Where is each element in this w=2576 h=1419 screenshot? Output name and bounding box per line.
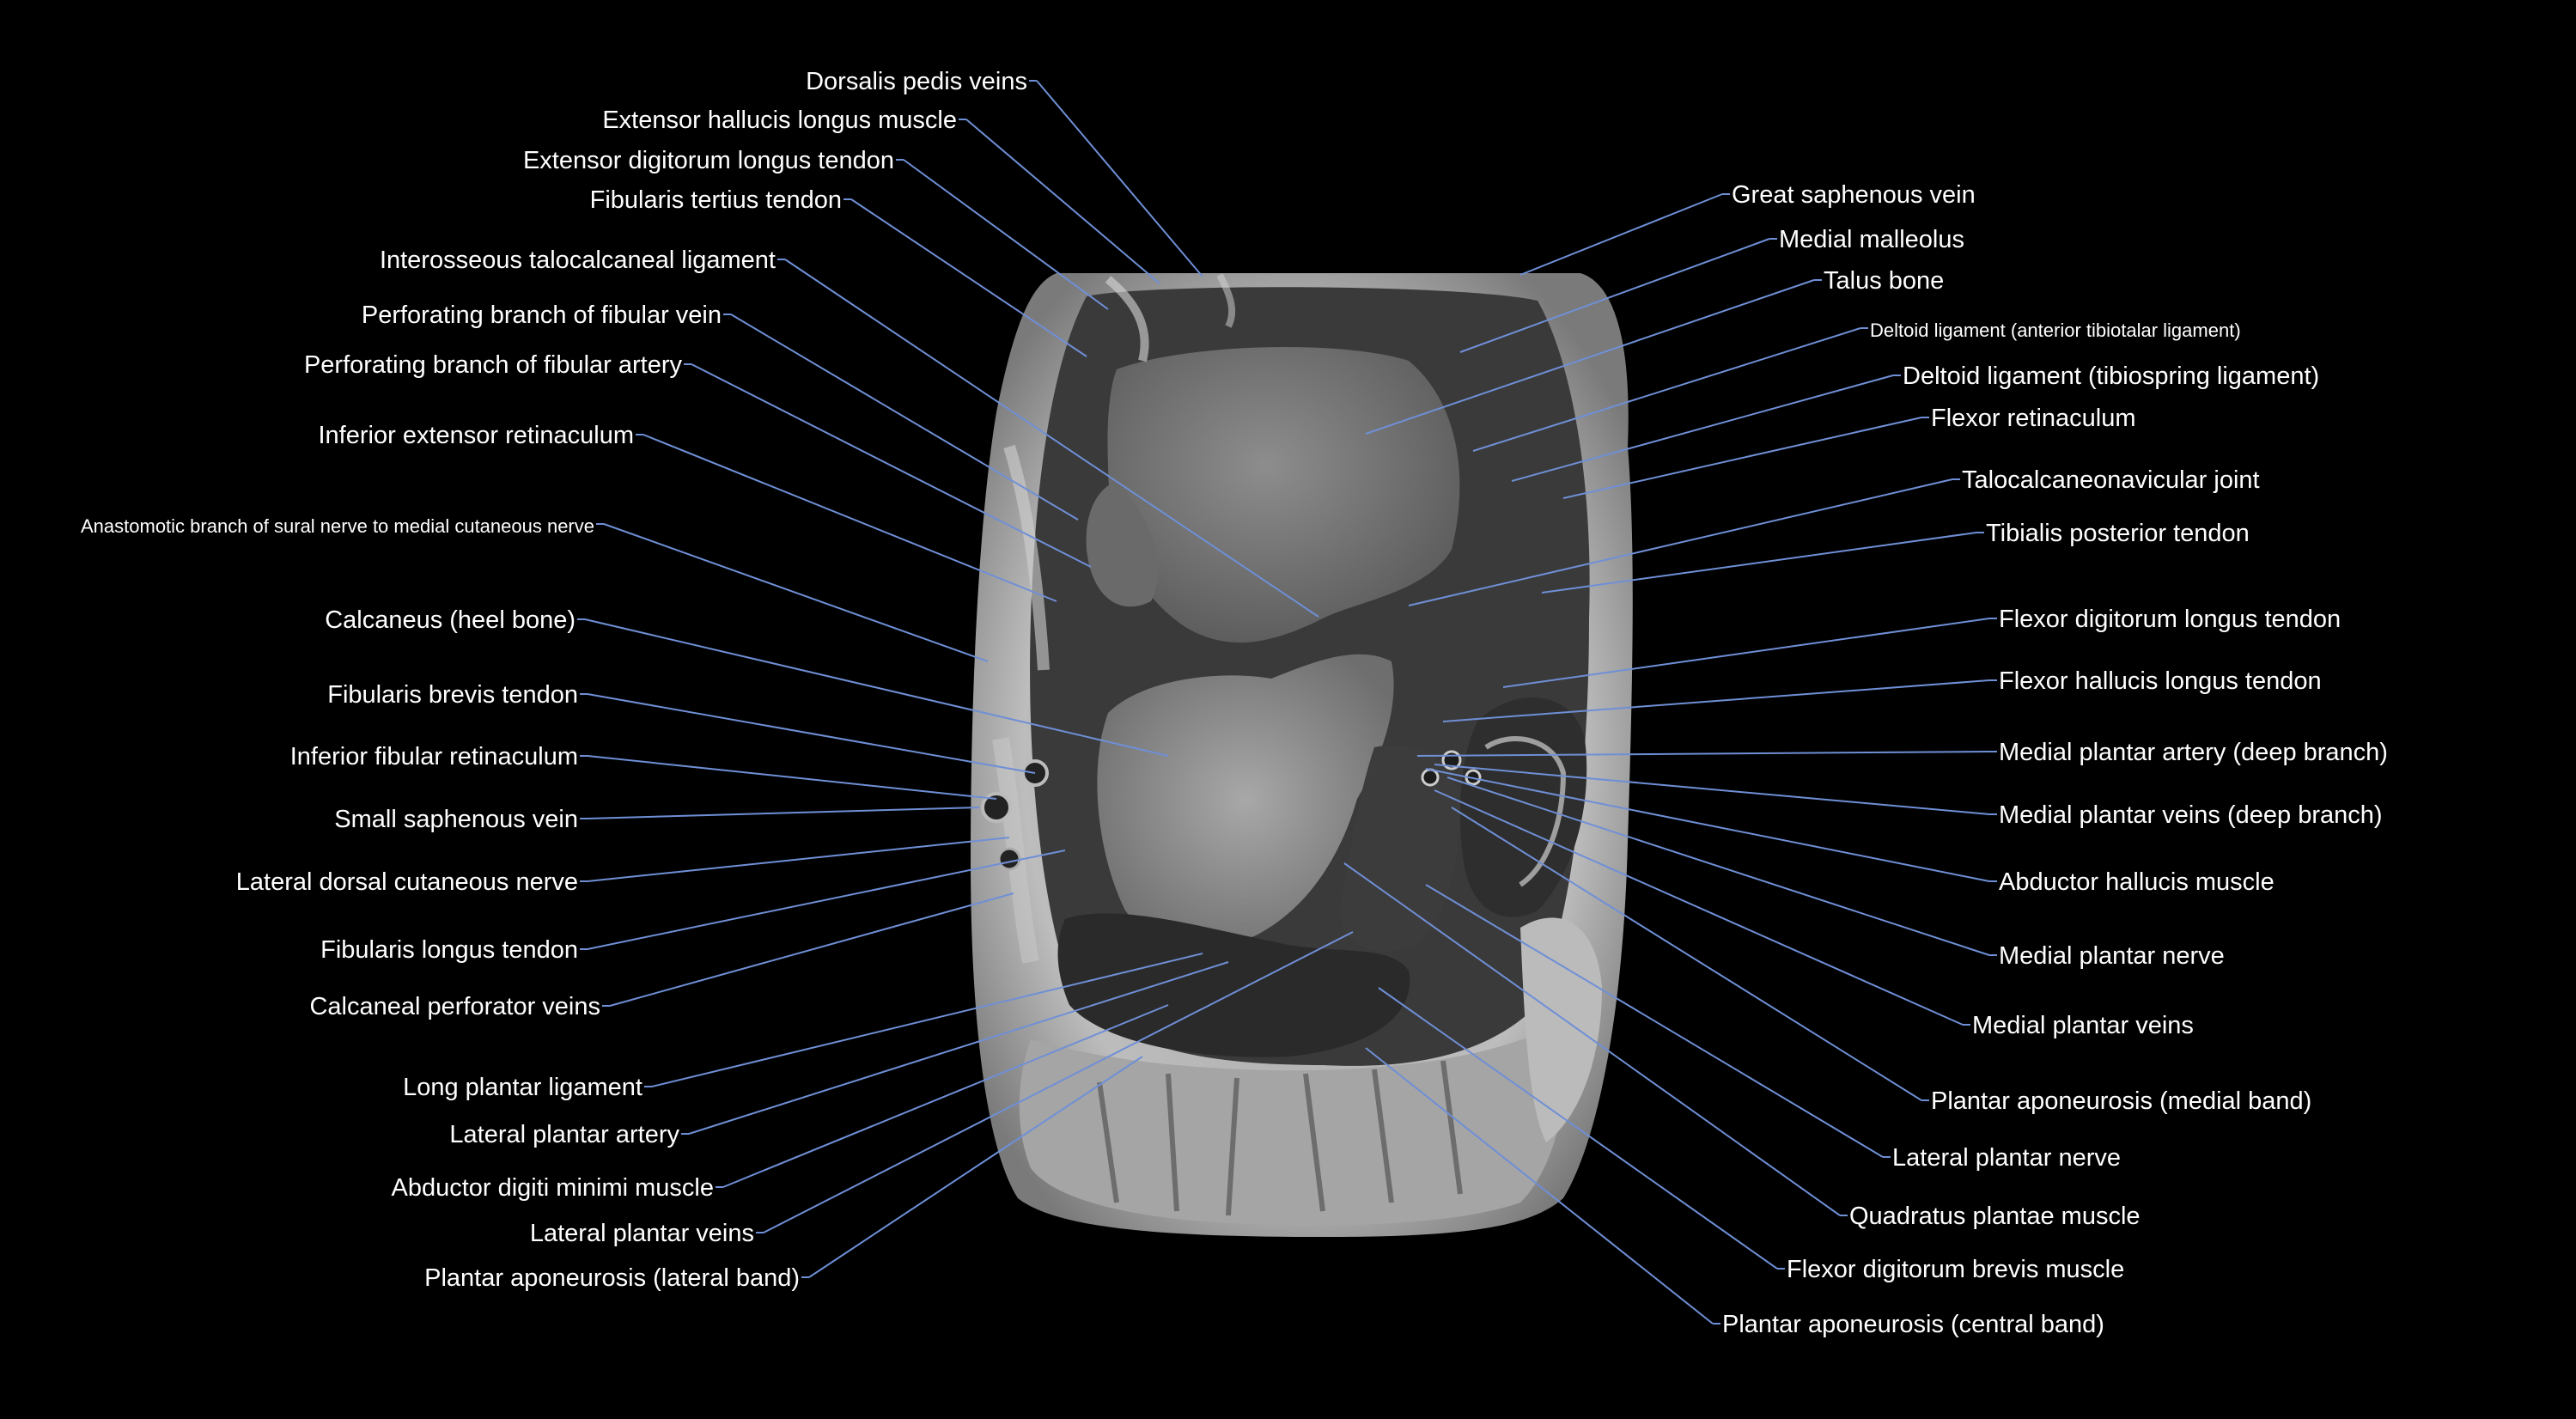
plantar-aponeurosis-lateral-band-leader: [808, 1056, 1143, 1278]
medial-malleolus-label: Medial malleolus: [1779, 226, 1964, 253]
flexor-hallucis-longus-tendon-label: Flexor hallucis longus tendon: [1999, 667, 2322, 695]
flexor-digitorum-longus-tendon-leader: [1502, 618, 1990, 688]
tibialis-posterior-tendon-label: Tibialis posterior tendon: [1986, 520, 2250, 547]
extensor-hallucis-longus-muscle-leader: [965, 119, 1160, 284]
talus-bone-label: Talus bone: [1824, 267, 1944, 295]
fibularis-brevis-tendon-leader: [587, 693, 1036, 774]
medial-plantar-nerve-label: Medial plantar nerve: [1999, 942, 2225, 970]
plantar-aponeurosis-central-band-leader: [1365, 1047, 1714, 1325]
flexor-retinaculum-leader: [1562, 417, 1922, 499]
anastomotic-branch-of-sural-nerve-to-medial-cutaneous-nerve-leader: [603, 523, 989, 662]
inferior-fibular-retinaculum-leader: [587, 755, 997, 800]
quadratus-plantae-muscle-label: Quadratus plantae muscle: [1849, 1203, 2141, 1230]
talus-shape: [1107, 346, 1460, 643]
abductor-digiti-minimi-muscle-leader: [722, 1004, 1169, 1188]
lateral-plantar-artery-label: Lateral plantar artery: [449, 1121, 679, 1148]
medial-plantar-veins-label: Medial plantar veins: [1972, 1012, 2194, 1039]
medial-malleolus-leader: [1459, 238, 1770, 353]
lateral-plantar-veins-label: Lateral plantar veins: [530, 1220, 754, 1247]
medial-plantar-nerve-leader: [1446, 776, 1990, 956]
talocalcaneonavicular-joint-label: Talocalcaneonavicular joint: [1962, 466, 2260, 494]
extensor-digitorum-longus-tendon-leader: [903, 159, 1109, 310]
deltoid-ligament-anterior-tibiotalar-ligament-leader: [1472, 327, 1861, 452]
inferior-extensor-retinaculum-label: Inferior extensor retinaculum: [319, 422, 635, 449]
fibularis-tertius-tendon-label: Fibularis tertius tendon: [590, 186, 842, 214]
small-saphenous-vein-label: Small saphenous vein: [334, 806, 578, 833]
interosseous-talocalcaneal-ligament-leader: [784, 259, 1319, 618]
plantar-aponeurosis-medial-band-label: Plantar aponeurosis (medial band): [1931, 1087, 2311, 1115]
abductor-digiti-minimi-muscle-label: Abductor digiti minimi muscle: [391, 1174, 714, 1202]
perforating-branch-of-fibular-vein-leader: [730, 314, 1079, 521]
lateral-dorsal-cutaneous-nerve-leader: [587, 837, 1010, 882]
fibularis-longus-tendon-label: Fibularis longus tendon: [320, 936, 578, 964]
calcaneus-heel-bone-leader: [584, 618, 1169, 757]
calcaneus-shape: [1097, 654, 1394, 945]
deltoid-ligament-anterior-tibiotalar-ligament-label: Deltoid ligament (anterior tibiotalar li…: [1870, 320, 2241, 341]
extensor-digitorum-longus-tendon-label: Extensor digitorum longus tendon: [523, 147, 894, 174]
leader-lines: [577, 80, 1997, 1325]
flexor-digitorum-brevis-muscle-label: Flexor digitorum brevis muscle: [1787, 1256, 2124, 1283]
interosseous-talocalcaneal-ligament-label: Interosseous talocalcaneal ligament: [380, 247, 776, 274]
medial-plantar-veins-deep-branch-leader: [1434, 764, 1990, 815]
deltoid-ligament-tibiospring-ligament-label: Deltoid ligament (tibiospring ligament): [1903, 362, 2319, 390]
dorsalis-pedis-veins-leader: [1036, 80, 1203, 277]
perforating-branch-of-fibular-artery-label: Perforating branch of fibular artery: [304, 351, 683, 379]
long-plantar-ligament-leader: [651, 953, 1203, 1087]
medial-plantar-veins-deep-branch-label: Medial plantar veins (deep branch): [1999, 801, 2383, 829]
mri-ankle-coronal-section: [971, 273, 1633, 1237]
inferior-extensor-retinaculum-leader: [642, 434, 1057, 602]
medial-plantar-veins-leader: [1434, 789, 1964, 1026]
fibularis-brevis-tendon-label: Fibularis brevis tendon: [327, 681, 578, 709]
fibularis-tertius-tendon-leader: [850, 198, 1087, 357]
lateral-plantar-veins-leader: [763, 931, 1354, 1233]
plantar-aponeurosis-medial-band-leader: [1451, 807, 1922, 1101]
lateral-dorsal-cutaneous-nerve-label: Lateral dorsal cutaneous nerve: [236, 868, 578, 896]
extensor-hallucis-longus-muscle-label: Extensor hallucis longus muscle: [602, 107, 957, 134]
perforating-branch-of-fibular-artery-leader: [691, 363, 1092, 568]
inferior-fibular-retinaculum-label: Inferior fibular retinaculum: [290, 743, 578, 770]
flexor-hallucis-longus-tendon-leader: [1442, 679, 1990, 722]
lateral-plantar-nerve-leader: [1425, 884, 1884, 1158]
lateral-plantar-artery-leader: [688, 961, 1229, 1135]
small-saphenous-vein-leader: [587, 807, 980, 819]
plantar-aponeurosis-central-band-label: Plantar aponeurosis (central band): [1722, 1311, 2104, 1338]
flexor-retinaculum-label: Flexor retinaculum: [1931, 405, 2136, 432]
calcaneal-perforator-veins-leader: [609, 892, 1014, 1007]
calcaneal-perforator-veins-label: Calcaneal perforator veins: [309, 993, 600, 1020]
abductor-hallucis-muscle-label: Abductor hallucis muscle: [1999, 868, 2275, 896]
medial-plantar-artery-deep-branch-leader: [1416, 751, 1990, 757]
great-saphenous-vein-label: Great saphenous vein: [1732, 181, 1976, 209]
calcaneus-heel-bone-label: Calcaneus (heel bone): [325, 606, 575, 634]
dorsalis-pedis-veins-label: Dorsalis pedis veins: [806, 68, 1027, 95]
fibularis-longus-tendon-leader: [587, 850, 1066, 950]
flexor-digitorum-brevis-muscle-leader: [1378, 987, 1778, 1270]
great-saphenous-vein-leader: [1519, 193, 1723, 276]
perforating-branch-of-fibular-vein-label: Perforating branch of fibular vein: [362, 301, 722, 329]
abductor-hallucis-muscle-leader: [1425, 768, 1990, 882]
talocalcaneonavicular-joint-leader: [1408, 478, 1953, 606]
flexor-digitorum-longus-tendon-label: Flexor digitorum longus tendon: [1999, 606, 2341, 633]
medial-plantar-artery-deep-branch-label: Medial plantar artery (deep branch): [1999, 739, 2388, 766]
talus-bone-leader: [1365, 279, 1815, 435]
tibialis-posterior-tendon-leader: [1541, 532, 1977, 594]
quadratus-plantae-muscle-leader: [1343, 862, 1841, 1216]
deltoid-ligament-tibiospring-ligament-leader: [1511, 375, 1894, 482]
lateral-plantar-nerve-label: Lateral plantar nerve: [1892, 1144, 2121, 1172]
plantar-aponeurosis-lateral-band-label: Plantar aponeurosis (lateral band): [424, 1264, 800, 1292]
anastomotic-branch-of-sural-nerve-to-medial-cutaneous-nerve-label: Anastomotic branch of sural nerve to med…: [81, 515, 594, 537]
long-plantar-ligament-label: Long plantar ligament: [403, 1074, 642, 1101]
